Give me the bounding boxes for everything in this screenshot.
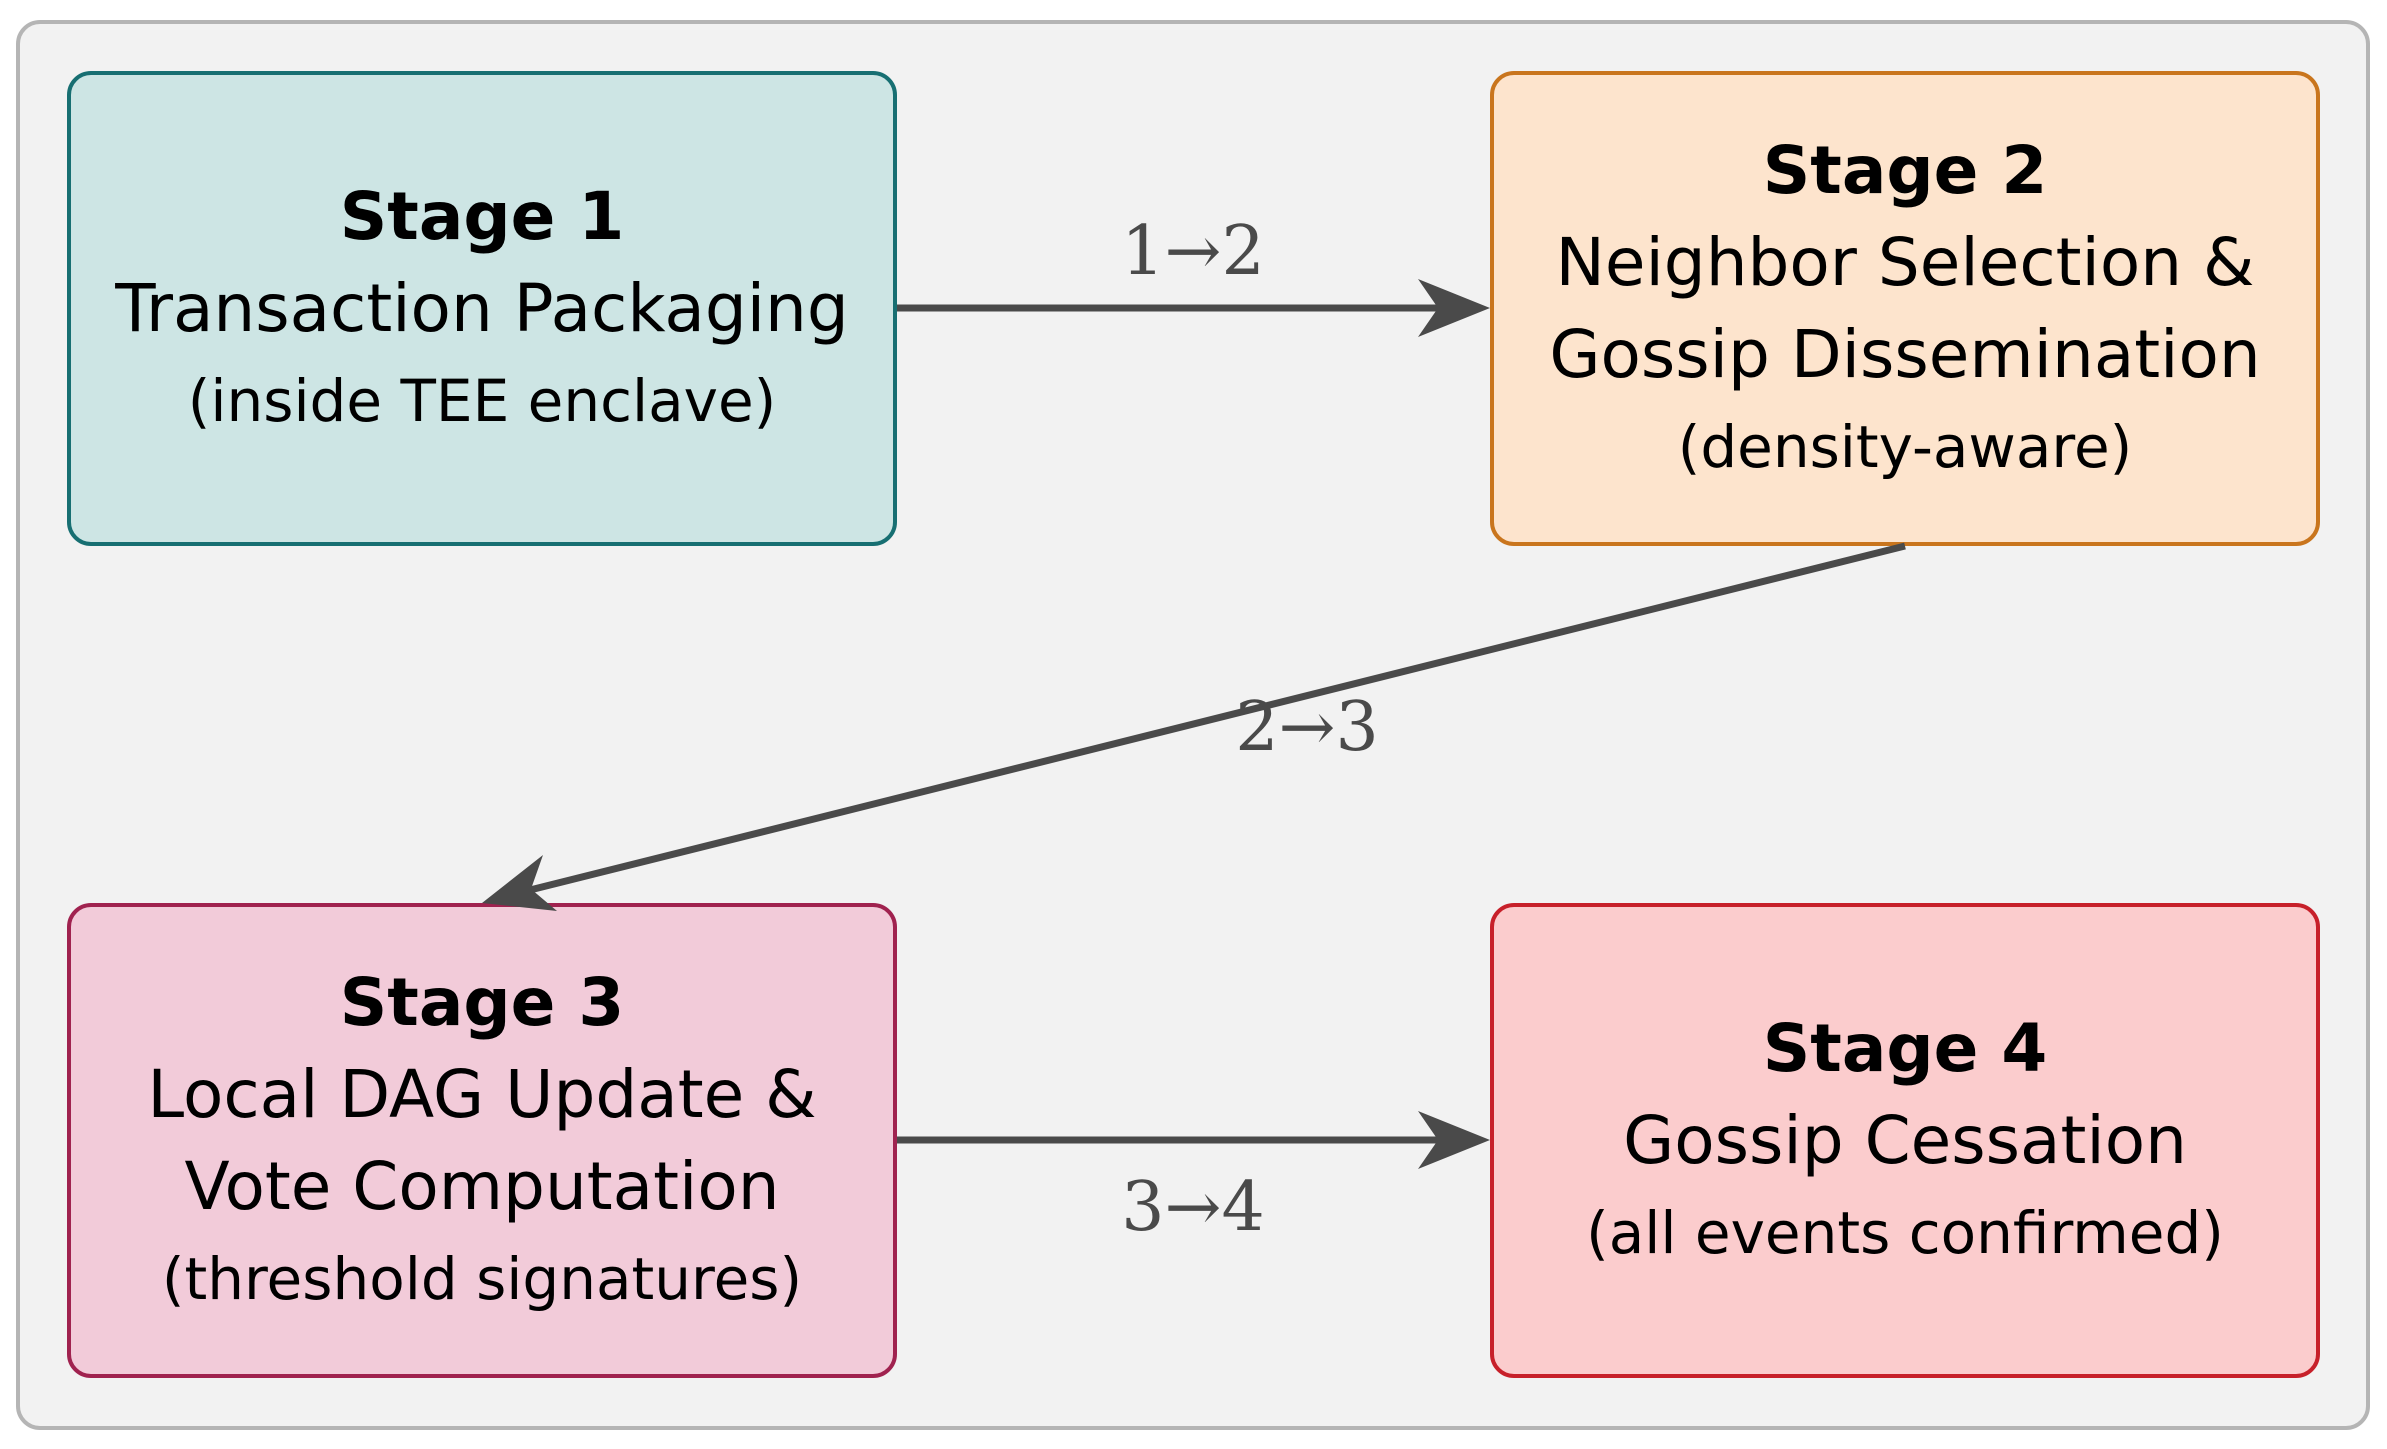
stage-2-title: Stage 2 — [1762, 131, 2048, 209]
transition-label-1-2: 1→2 — [1121, 212, 1265, 291]
stage-4-title: Stage 4 — [1762, 1009, 2048, 1087]
stage-1-line-1: Transaction Packaging — [115, 269, 849, 347]
stage-3-line-2: Vote Computation — [184, 1147, 780, 1225]
stage-2-note: (density-aware) — [1677, 412, 2133, 481]
stage-2-line-1: Neighbor Selection & — [1555, 223, 2255, 301]
stage-1-title: Stage 1 — [339, 177, 625, 255]
stage-3-box: Stage 3 Local DAG Update & Vote Computat… — [67, 903, 897, 1378]
stage-3-title: Stage 3 — [339, 963, 625, 1041]
arrow-stage2-to-stage3 — [482, 542, 1906, 911]
transition-label-2-3: 2→3 — [1235, 688, 1379, 767]
arrow-stage3-to-stage4 — [897, 1111, 1490, 1169]
stage-3-note: (threshold signatures) — [161, 1244, 803, 1313]
stage-4-box: Stage 4 Gossip Cessation (all events con… — [1490, 903, 2320, 1378]
arrow-stage1-to-stage2 — [897, 279, 1490, 337]
transition-label-3-4: 3→4 — [1121, 1168, 1265, 1247]
stage-2-line-2: Gossip Dissemination — [1549, 315, 2261, 393]
stage-3-line-1: Local DAG Update & — [147, 1055, 817, 1133]
stage-4-note: (all events confirmed) — [1586, 1198, 2224, 1267]
stage-2-box: Stage 2 Neighbor Selection & Gossip Diss… — [1490, 71, 2320, 546]
stage-4-line-1: Gossip Cessation — [1623, 1101, 2187, 1179]
stage-1-note: (inside TEE enclave) — [187, 366, 777, 435]
stage-1-box: Stage 1 Transaction Packaging (inside TE… — [67, 71, 897, 546]
